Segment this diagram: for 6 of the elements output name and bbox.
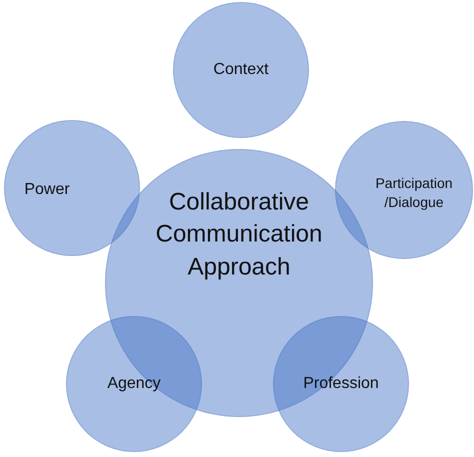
circle-label: Collaborative Communication Approach	[154, 187, 324, 282]
circle-label: Profession	[302, 374, 380, 394]
circle-label: Context	[212, 60, 270, 80]
circle-label: Power	[23, 180, 71, 200]
circle-label: Participation /Dialogue	[374, 174, 454, 212]
circle-label: Agency	[106, 374, 162, 394]
